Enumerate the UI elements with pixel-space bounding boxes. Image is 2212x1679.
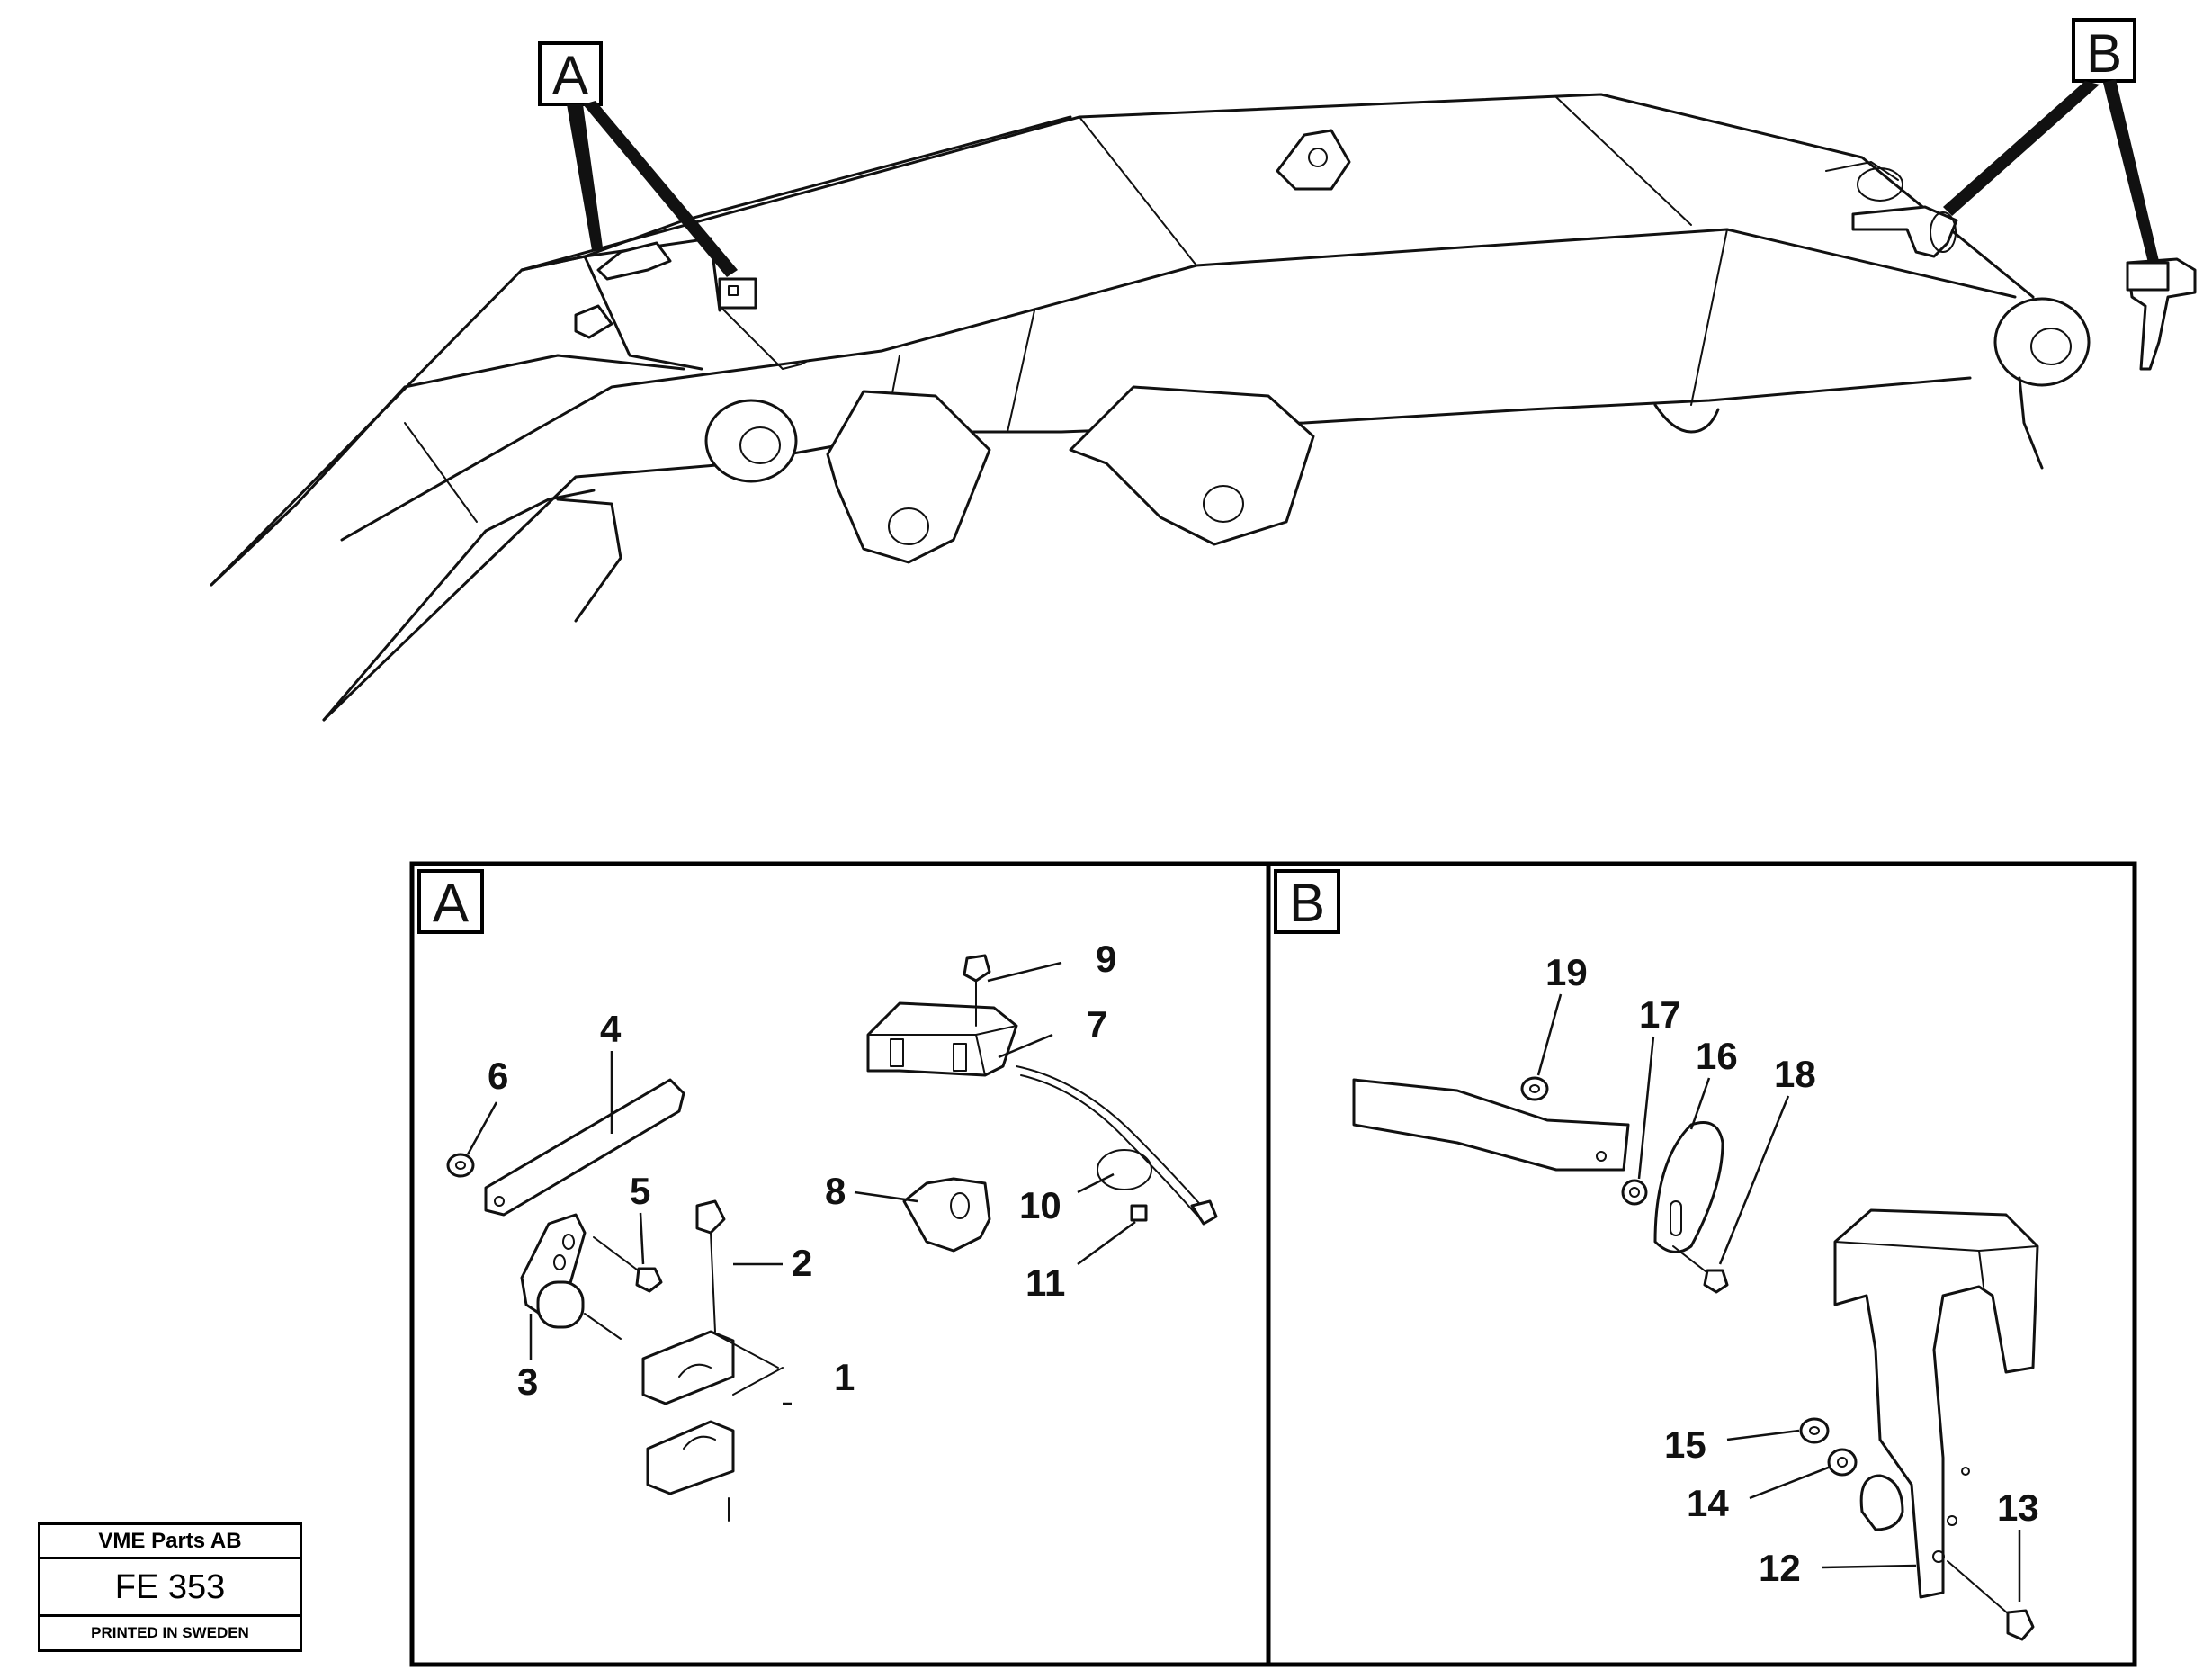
- label-6: 6: [488, 1055, 508, 1097]
- panel-a-label: A: [433, 873, 469, 933]
- label-1: 1: [834, 1356, 855, 1398]
- title-block: VME Parts AB FE 353 PRINTED IN SWEDEN: [38, 1522, 302, 1652]
- label-16: 16: [1696, 1035, 1738, 1077]
- label-8: 8: [825, 1170, 846, 1212]
- part-10-cable-tie: [1016, 1065, 1218, 1226]
- part-13-bolt: [1947, 1560, 2016, 1621]
- label-14: 14: [1687, 1482, 1729, 1524]
- label-3: 3: [517, 1360, 538, 1403]
- arm: [1352, 1078, 1630, 1172]
- part-8-plate: [902, 1177, 991, 1253]
- panel-b-label: B: [1289, 873, 1325, 933]
- part-14-washer: [1827, 1448, 1858, 1477]
- company-name: VME Parts AB: [40, 1525, 300, 1559]
- label-11: 11: [1025, 1261, 1065, 1304]
- part-16-plate: [1653, 1121, 1724, 1253]
- part-2-bolt: [710, 1232, 716, 1333]
- part-19-nut: [1520, 1076, 1549, 1101]
- part-11-clip: [1130, 1204, 1148, 1222]
- detail-panel-a: A: [417, 869, 1218, 1522]
- part-12-bracket: [1833, 1208, 2039, 1599]
- detail-frame: [409, 861, 2137, 1667]
- label-13: 13: [1997, 1486, 2039, 1529]
- label-19: 19: [1545, 951, 1588, 993]
- label-12: 12: [1759, 1547, 1801, 1589]
- callout-a: A: [538, 41, 738, 277]
- part-17-washer: [1621, 1179, 1648, 1206]
- part-6-nut: [446, 1153, 475, 1178]
- drawing-code: FE 353: [40, 1559, 300, 1617]
- label-9: 9: [1096, 938, 1116, 980]
- boom-overview: [210, 93, 2091, 722]
- part-3-pin: [520, 1213, 587, 1315]
- label-2: 2: [792, 1242, 812, 1284]
- detail-panel-b: B: [1274, 869, 2039, 1641]
- printed-note: PRINTED IN SWEDEN: [91, 1624, 249, 1641]
- callout-b: B: [1943, 18, 2159, 263]
- callout-b-label: B: [2086, 23, 2122, 84]
- label-7: 7: [1087, 1003, 1107, 1046]
- fixture-b-on-boom: [1851, 205, 2197, 371]
- label-15: 15: [1664, 1423, 1706, 1466]
- part-1-clamp: [641, 1330, 784, 1522]
- part-7-bracket: [866, 1001, 1018, 1077]
- part-labels: 1 2 3 4 5 6 7 8 9 10 11 12 13 14 15 16 1…: [466, 938, 2039, 1602]
- fixture-a-on-boom: [574, 241, 757, 339]
- label-5: 5: [630, 1170, 650, 1212]
- part-4-link-bar: [484, 1078, 685, 1217]
- label-10: 10: [1019, 1184, 1061, 1226]
- label-18: 18: [1774, 1053, 1816, 1095]
- label-17: 17: [1639, 993, 1681, 1036]
- label-4: 4: [600, 1008, 622, 1050]
- part-15-nut: [1799, 1417, 1830, 1444]
- callout-a-label: A: [552, 45, 588, 105]
